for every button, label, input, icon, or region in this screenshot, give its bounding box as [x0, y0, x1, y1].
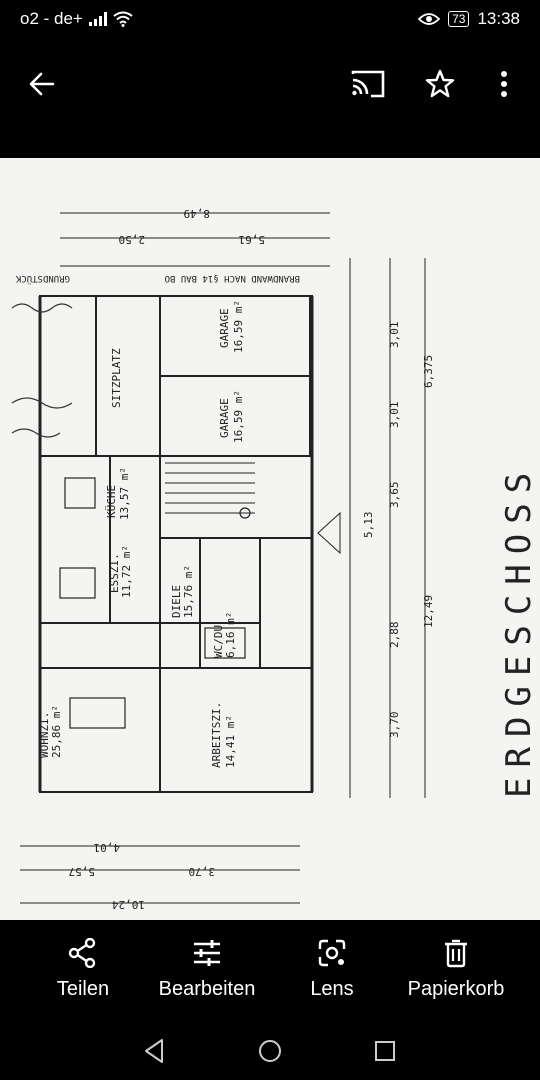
dim-d14: 6,375	[422, 355, 435, 388]
photo-viewer[interactable]: SITZPLATZ GARAGE 16,59 m² GARAGE 16,59 m…	[0, 158, 540, 920]
action-bar: Teilen Bearbeiten Lens Papierkorb	[0, 938, 540, 1018]
sliders-icon	[194, 940, 220, 966]
cast-icon	[351, 70, 385, 98]
room-label-garage-1: GARAGE	[218, 308, 231, 348]
share-icon	[68, 938, 96, 968]
room-area-garage-1: 16,59 m²	[232, 300, 245, 353]
arrow-left-icon	[29, 72, 55, 96]
room-label-wohnz: WOHNZI.	[38, 712, 51, 758]
wall-label: BRANDWAND NACH §14 BAU BO	[165, 273, 300, 283]
room-label-diele: DIELE	[170, 585, 183, 618]
cast-button[interactable]	[346, 62, 390, 106]
nav-back-icon	[145, 1039, 163, 1063]
dim-d13: 3,01	[388, 402, 401, 429]
dim-d5: 5,57	[69, 865, 96, 878]
room-label-garage-2: GARAGE	[218, 398, 231, 438]
trash-label: Papierkorb	[407, 978, 505, 1000]
room-area-kuche: 13,57 m²	[118, 467, 131, 520]
room-area-arbeitsz: 14,41 m²	[224, 715, 237, 768]
nav-home-button[interactable]	[255, 1036, 285, 1066]
lens-button[interactable]: Lens	[252, 938, 412, 1001]
dim-d6: 3,70	[189, 865, 216, 878]
favorite-button[interactable]	[418, 62, 462, 106]
edit-label: Bearbeiten	[158, 978, 256, 1000]
edit-button[interactable]: Bearbeiten	[127, 938, 287, 1001]
wifi-icon	[113, 11, 133, 27]
dim-d11: 5,13	[362, 512, 375, 539]
room-area-wohnz: 25,86 m²	[50, 705, 63, 758]
nav-home-icon	[259, 1040, 281, 1062]
signal-icon	[88, 12, 107, 26]
more-vert-icon	[501, 71, 507, 97]
room-area-essz: 11,72 m²	[120, 545, 133, 598]
neighbor-label: GRUNDSTÜCK	[15, 273, 70, 284]
dim-d8: 12,49	[422, 595, 435, 628]
dim-d15: 3,01	[388, 322, 401, 349]
nav-recents-button[interactable]	[370, 1036, 400, 1066]
dim-d10: 2,88	[388, 622, 401, 649]
dim-d4: 10,24	[112, 898, 145, 911]
trash-button[interactable]: Papierkorb	[376, 938, 536, 1001]
dim-d7: 4,01	[94, 841, 121, 854]
dim-d12: 3,65	[388, 482, 401, 509]
room-label-sitzplatz: SITZPLATZ	[110, 348, 123, 408]
lens-label: Lens	[310, 978, 354, 1000]
status-bar: o2 - de+ 73 13:38	[0, 0, 540, 38]
star-icon	[425, 69, 455, 98]
carrier-label: o2 - de+	[20, 9, 83, 28]
room-area-diele: 15,76 m²	[182, 565, 195, 618]
dim-d1: 8,49	[184, 207, 211, 220]
floor-plan-image: SITZPLATZ GARAGE 16,59 m² GARAGE 16,59 m…	[0, 158, 540, 920]
room-label-wc: WC/DU	[212, 625, 225, 658]
room-label-arbeitsz: ARBEITSZI.	[210, 702, 223, 768]
nav-back-button[interactable]	[140, 1036, 170, 1066]
trash-icon	[445, 939, 467, 968]
lens-icon	[318, 939, 346, 967]
room-label-kuche: KÜCHE	[105, 485, 118, 518]
top-app-bar	[0, 48, 540, 120]
system-nav-bar	[0, 1024, 540, 1080]
dim-d2: 2,50	[119, 233, 146, 246]
battery-indicator: 73	[448, 11, 470, 27]
room-area-wc: 6,16 m²	[224, 612, 237, 658]
dim-d9: 3,70	[388, 712, 401, 739]
more-button[interactable]	[482, 62, 526, 106]
plan-title: ERDGESCHOSS	[499, 463, 539, 798]
room-area-garage-2: 16,59 m²	[232, 390, 245, 443]
eye-icon	[418, 13, 441, 25]
clock: 13:38	[477, 9, 520, 28]
share-button[interactable]: Teilen	[3, 938, 163, 1001]
dim-d3: 5,61	[239, 233, 266, 246]
nav-recents-icon	[375, 1041, 395, 1061]
share-label: Teilen	[56, 978, 110, 1000]
room-label-essz: ESSZI.	[108, 553, 121, 593]
back-button[interactable]	[20, 62, 64, 106]
